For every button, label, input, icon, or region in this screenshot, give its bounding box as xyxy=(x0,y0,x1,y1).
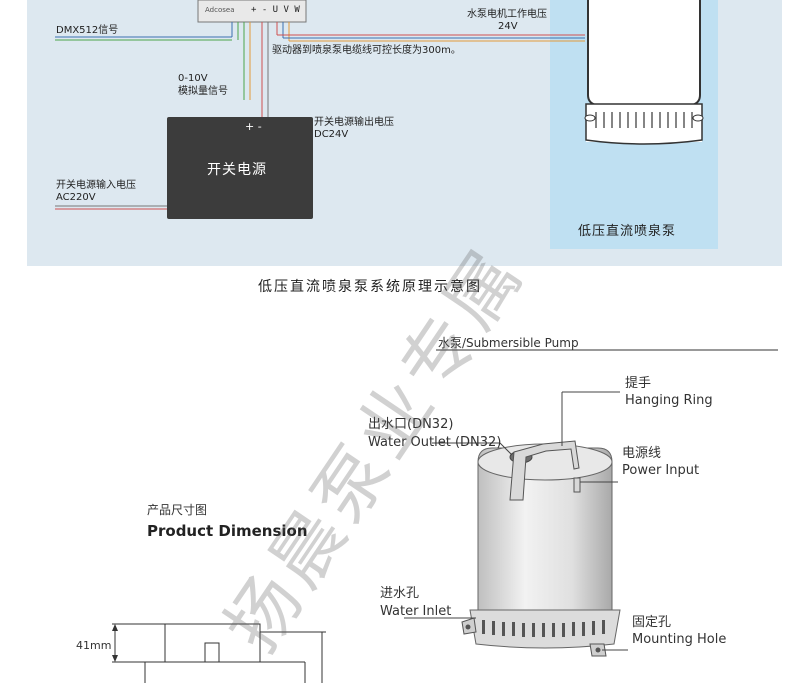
dimension-title-en: Product Dimension xyxy=(147,522,308,540)
mounting-hole-cn: 固定孔 xyxy=(632,615,672,630)
psu-output-label: 开关电源输出电压 xyxy=(314,117,394,128)
pump-diagram-title: 水泵/Submersible Pump xyxy=(438,336,579,350)
mounting-hole-en: Mounting Hole xyxy=(632,632,727,647)
psu-output-value: DC24V xyxy=(314,129,349,140)
water-inlet-en: Water Inlet xyxy=(380,604,452,619)
driver-box xyxy=(197,0,307,23)
system-wiring xyxy=(55,0,704,210)
dmx-signal-label: DMX512信号 xyxy=(56,25,119,36)
analog-signal-label: 0-10V xyxy=(178,73,208,84)
analog-signal-desc: 模拟量信号 xyxy=(178,86,228,97)
system-diagram-caption: 低压直流喷泉泵系统原理示意图 xyxy=(258,279,482,295)
hanging-ring-en: Hanging Ring xyxy=(625,393,713,408)
psu-input-label: 开关电源输入电压 xyxy=(56,180,136,191)
pump-illustration xyxy=(112,349,778,683)
pump-label: 低压直流喷泉泵 xyxy=(578,224,677,239)
power-input-cn: 电源线 xyxy=(622,446,662,461)
psu-input-value: AC220V xyxy=(56,192,96,203)
water-outlet-cn: 出水口(DN32) xyxy=(368,417,454,432)
power-input-en: Power Input xyxy=(622,463,700,478)
dimension-title-cn: 产品尺寸图 xyxy=(147,503,208,517)
cable-length-note: 驱动器到喷泉泵电缆线可控长度为300m。 xyxy=(272,45,461,56)
hanging-ring-cn: 提手 xyxy=(625,376,652,391)
driver-brand: Adcosea xyxy=(205,6,235,14)
driver-terminals: + - U V W xyxy=(251,5,300,15)
motor-voltage-value: 24V xyxy=(498,21,518,32)
water-outlet-en: Water Outlet (DN32) xyxy=(368,435,502,450)
psu-terminals: + - xyxy=(245,120,262,133)
psu-label: 开关电源 xyxy=(207,162,267,178)
dimension-height-label: 41mm xyxy=(76,639,112,652)
water-inlet-cn: 进水孔 xyxy=(380,586,420,601)
switching-power-supply: + - 开关电源 xyxy=(167,117,313,219)
motor-voltage-label: 水泵电机工作电压 xyxy=(467,9,547,20)
